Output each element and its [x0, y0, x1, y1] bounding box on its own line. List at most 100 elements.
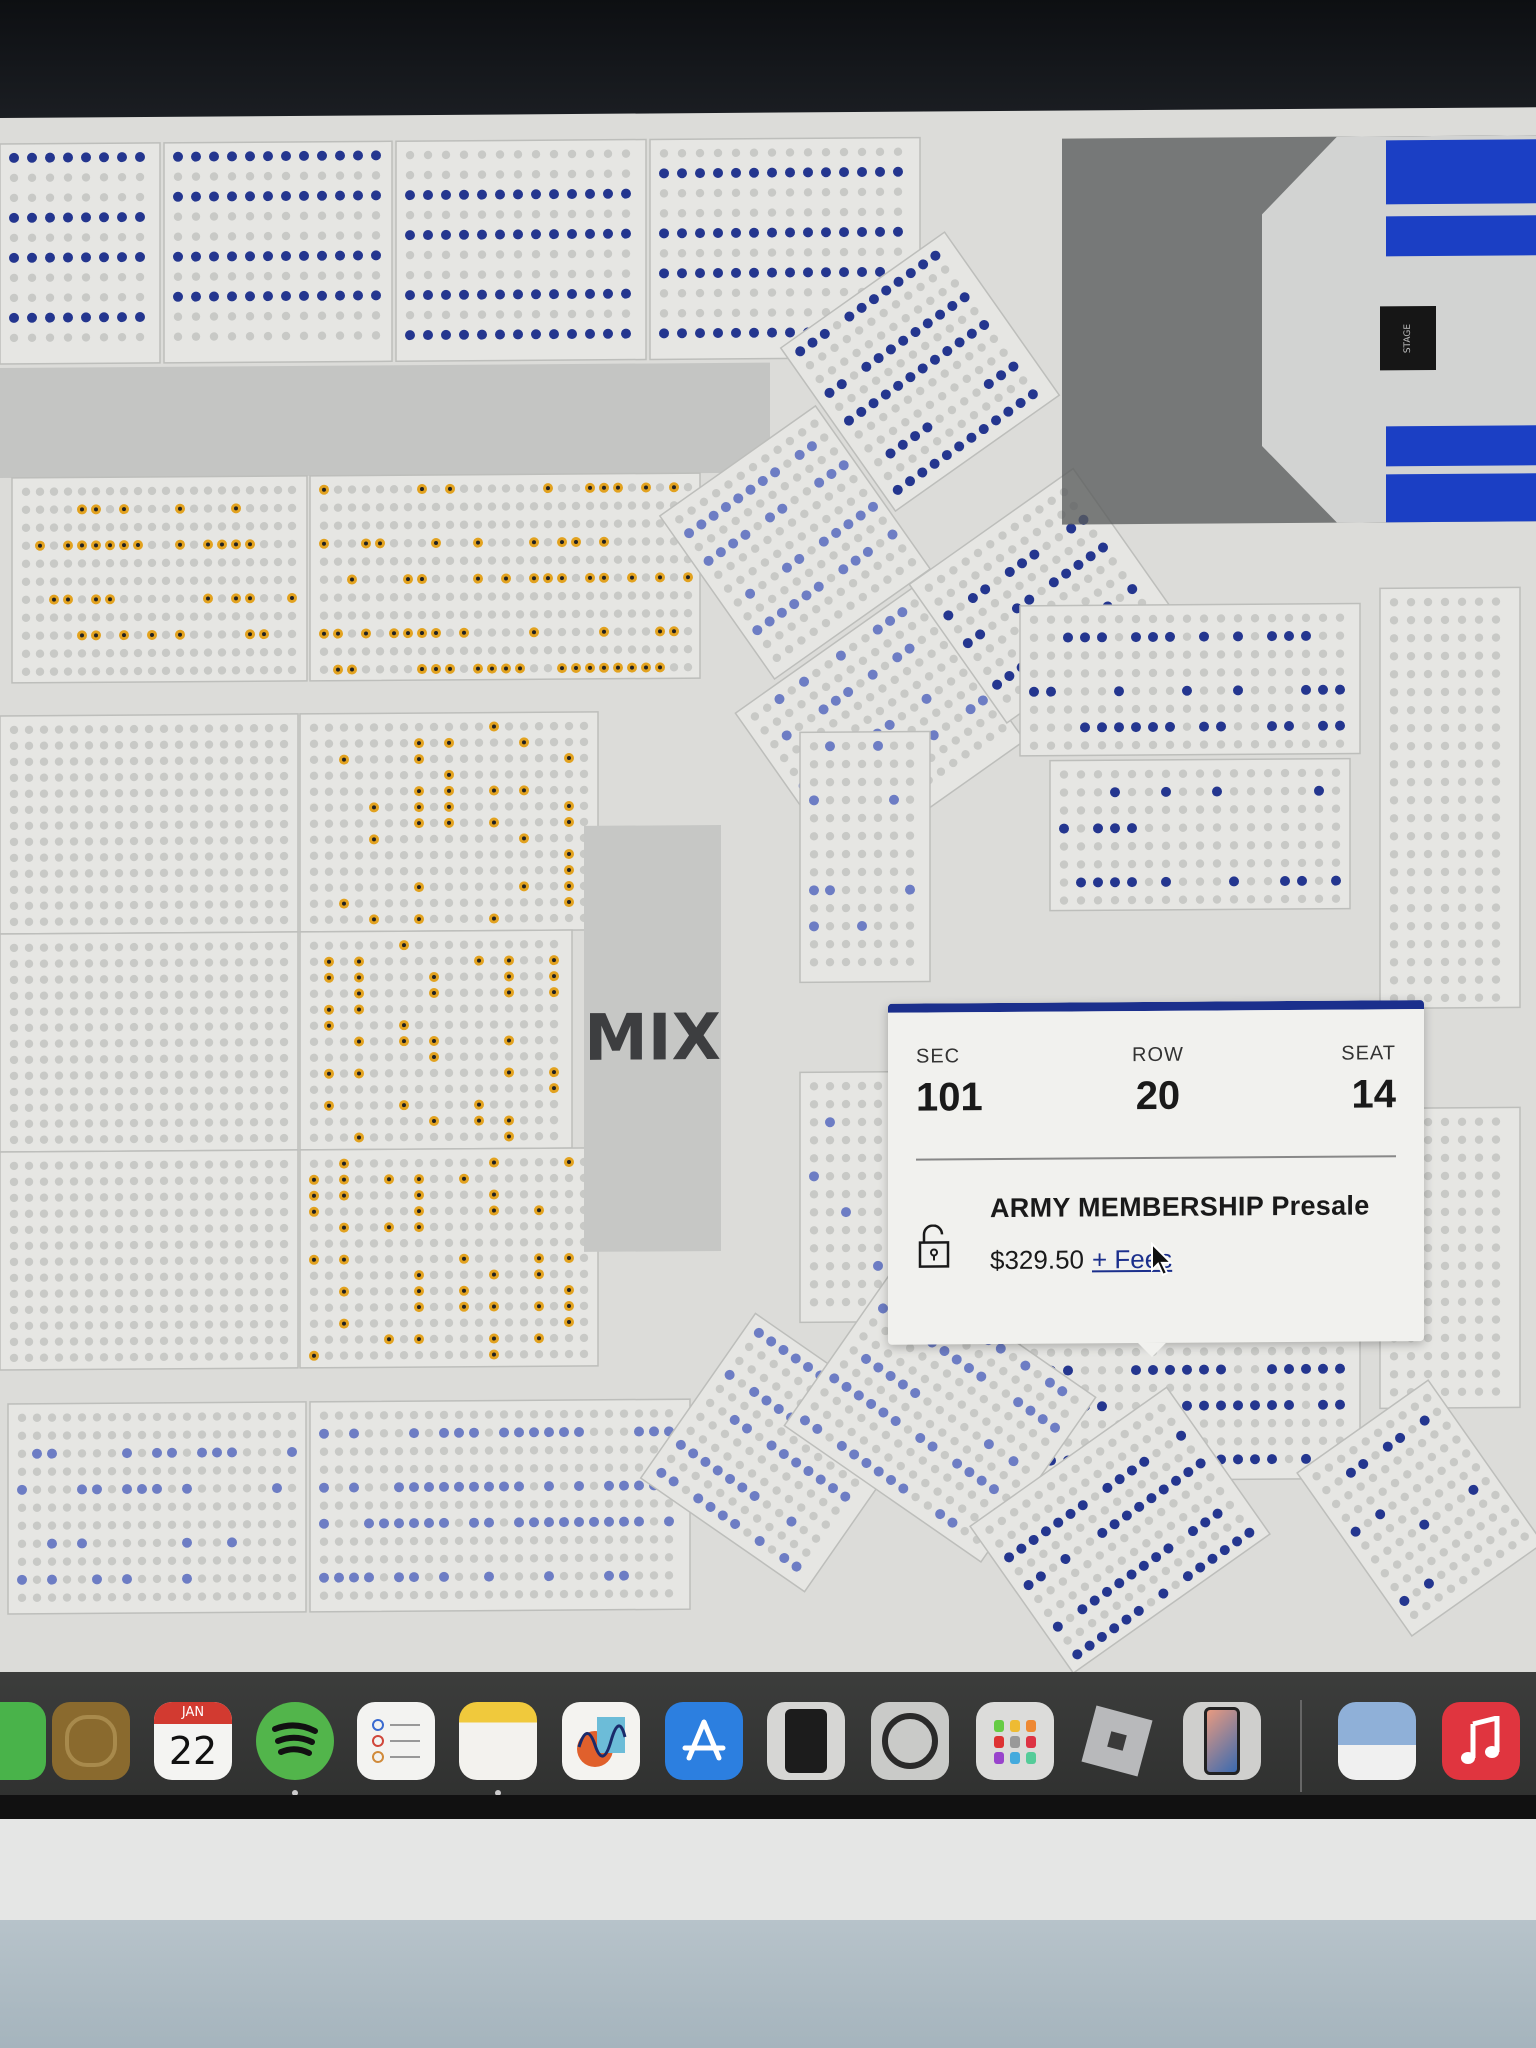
available-seat[interactable]	[137, 1484, 147, 1495]
available-seat[interactable]	[1301, 1363, 1311, 1374]
available-seat[interactable]	[319, 1572, 329, 1583]
available-seat[interactable]	[829, 694, 843, 708]
available-seat[interactable]	[926, 1440, 940, 1454]
available-seat[interactable]	[1267, 721, 1277, 732]
available-seat[interactable]	[768, 465, 782, 479]
available-seat[interactable]	[1071, 558, 1085, 572]
available-seat[interactable]	[805, 439, 819, 453]
available-seat[interactable]	[974, 1370, 988, 1384]
available-seat[interactable]	[827, 1371, 841, 1385]
available-seat[interactable]	[585, 228, 595, 239]
available-seat[interactable]	[884, 1473, 898, 1487]
available-seat[interactable]	[47, 1574, 57, 1585]
available-seat[interactable]	[81, 312, 91, 323]
available-seat[interactable]	[423, 290, 433, 301]
available-seat[interactable]	[191, 151, 201, 162]
available-seat[interactable]	[1301, 1453, 1311, 1464]
available-seat[interactable]	[1125, 582, 1139, 596]
available-seat[interactable]	[1132, 1500, 1146, 1514]
available-seat[interactable]	[940, 448, 954, 462]
available-seat[interactable]	[883, 614, 897, 628]
available-seat[interactable]	[978, 582, 992, 596]
available-seat[interactable]	[1114, 722, 1124, 733]
available-seat[interactable]	[1267, 1454, 1277, 1465]
available-seat[interactable]	[9, 252, 19, 263]
available-seat[interactable]	[677, 268, 687, 279]
available-seat[interactable]	[950, 1457, 964, 1471]
available-seat[interactable]	[1161, 1541, 1175, 1555]
available-seat[interactable]	[677, 168, 687, 179]
available-seat[interactable]	[409, 1518, 419, 1529]
seat-section[interactable]	[299, 929, 573, 1151]
available-seat[interactable]	[335, 190, 345, 201]
available-seat[interactable]	[574, 1426, 584, 1437]
available-seat[interactable]	[1157, 1483, 1171, 1497]
available-seat[interactable]	[514, 1481, 524, 1492]
available-seat[interactable]	[394, 1518, 404, 1529]
available-seat[interactable]	[884, 1369, 898, 1383]
available-seat[interactable]	[777, 1551, 791, 1565]
available-seat[interactable]	[859, 1456, 873, 1470]
available-seat[interactable]	[871, 1361, 885, 1375]
available-seat[interactable]	[45, 152, 55, 163]
available-seat[interactable]	[1100, 1585, 1114, 1599]
available-seat[interactable]	[1280, 876, 1290, 887]
available-seat[interactable]	[263, 291, 273, 302]
available-seat[interactable]	[842, 414, 856, 428]
available-seat[interactable]	[886, 528, 900, 542]
available-seat[interactable]	[1097, 632, 1107, 643]
available-seat[interactable]	[1093, 823, 1103, 834]
available-seat[interactable]	[857, 920, 867, 931]
available-seat[interactable]	[836, 562, 850, 576]
available-seat[interactable]	[875, 166, 885, 177]
available-seat[interactable]	[818, 327, 832, 341]
available-seat[interactable]	[423, 330, 433, 341]
available-seat[interactable]	[664, 1516, 674, 1527]
available-seat[interactable]	[439, 1517, 449, 1528]
available-seat[interactable]	[45, 312, 55, 323]
available-seat[interactable]	[873, 740, 883, 751]
available-seat[interactable]	[209, 191, 219, 202]
available-seat[interactable]	[1046, 686, 1056, 697]
available-seat[interactable]	[823, 386, 837, 400]
available-seat[interactable]	[567, 189, 577, 200]
available-seat[interactable]	[749, 267, 759, 278]
available-seat[interactable]	[191, 251, 201, 262]
available-seat[interactable]	[859, 360, 873, 374]
available-seat[interactable]	[1318, 684, 1328, 695]
available-seat[interactable]	[695, 268, 705, 279]
available-seat[interactable]	[1216, 1400, 1226, 1411]
available-seat[interactable]	[1131, 1365, 1141, 1376]
available-seat[interactable]	[1015, 556, 1029, 570]
available-seat[interactable]	[875, 266, 885, 277]
available-seat[interactable]	[477, 289, 487, 300]
available-seat[interactable]	[1127, 823, 1137, 834]
available-seat[interactable]	[499, 1481, 509, 1492]
available-seat[interactable]	[1165, 1364, 1175, 1375]
available-seat[interactable]	[585, 288, 595, 299]
available-seat[interactable]	[245, 251, 255, 262]
available-seat[interactable]	[544, 1571, 554, 1582]
available-seat[interactable]	[1229, 876, 1239, 887]
available-seat[interactable]	[928, 353, 942, 367]
available-seat[interactable]	[1006, 360, 1020, 374]
available-seat[interactable]	[731, 267, 741, 278]
available-seat[interactable]	[335, 150, 345, 161]
available-seat[interactable]	[859, 1352, 873, 1366]
available-seat[interactable]	[1267, 1400, 1277, 1411]
available-seat[interactable]	[694, 517, 708, 531]
available-seat[interactable]	[884, 342, 898, 356]
available-seat[interactable]	[702, 554, 716, 568]
available-seat[interactable]	[834, 649, 848, 663]
available-seat[interactable]	[469, 1517, 479, 1528]
available-seat[interactable]	[716, 1508, 730, 1522]
available-seat[interactable]	[513, 189, 523, 200]
seat-section[interactable]	[299, 1147, 599, 1369]
available-seat[interactable]	[916, 361, 930, 375]
available-seat[interactable]	[299, 150, 309, 161]
available-seat[interactable]	[1088, 1594, 1102, 1608]
available-seat[interactable]	[63, 212, 73, 223]
available-seat[interactable]	[749, 167, 759, 178]
available-seat[interactable]	[1029, 686, 1039, 697]
available-seat[interactable]	[227, 191, 237, 202]
